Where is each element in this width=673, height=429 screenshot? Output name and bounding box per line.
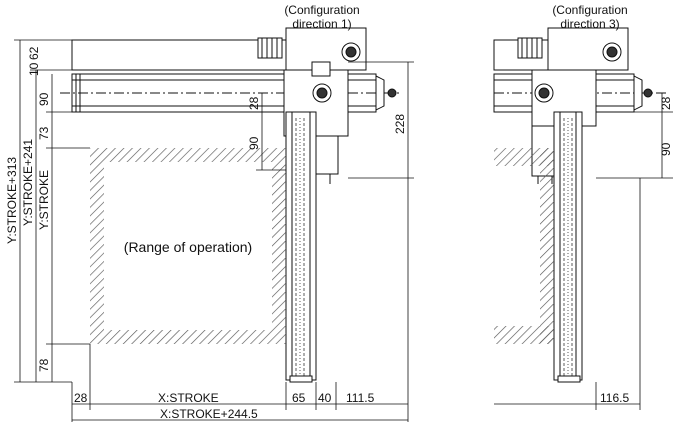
dim-x-stroke-244-5: X:STROKE+244.5 bbox=[160, 407, 258, 421]
dim-x-111-5: 111.5 bbox=[346, 391, 375, 405]
dim-28-inner: 28 bbox=[247, 96, 261, 110]
config-dir3-line1: (Configuration bbox=[552, 3, 627, 17]
dim-90-top: 90 bbox=[37, 92, 51, 106]
range-of-operation-right bbox=[494, 148, 554, 344]
right-view bbox=[493, 27, 668, 383]
range-of-operation: (Range of operation) bbox=[90, 148, 286, 344]
dim-y-stroke-313: Y:STROKE+313 bbox=[5, 157, 19, 244]
dim-62: 62 bbox=[27, 46, 41, 60]
dim-x-65: 65 bbox=[292, 391, 306, 405]
left-dimensions bbox=[14, 39, 414, 422]
cable-gland-icon bbox=[257, 37, 283, 59]
left-view bbox=[60, 27, 400, 383]
dim-right-28: 28 bbox=[659, 96, 673, 110]
dim-y-stroke: Y:STROKE bbox=[37, 170, 51, 230]
config-dir1-line2: direction 1) bbox=[292, 17, 351, 31]
cable-gland-icon-right bbox=[517, 37, 543, 59]
dim-right-116-5: 116.5 bbox=[600, 391, 629, 405]
dim-10: 10 bbox=[27, 62, 41, 76]
dim-x-28: 28 bbox=[74, 391, 88, 405]
dim-x-40: 40 bbox=[318, 391, 332, 405]
dim-78: 78 bbox=[37, 358, 51, 372]
dim-right-90: 90 bbox=[659, 142, 673, 156]
dim-228: 228 bbox=[393, 114, 407, 134]
motor-connector-icon-right bbox=[643, 88, 653, 98]
motor-connector-icon bbox=[387, 88, 397, 98]
dim-y-stroke-241: Y:STROKE+241 bbox=[21, 139, 35, 226]
right-dimensions bbox=[494, 93, 673, 410]
range-label: (Range of operation) bbox=[124, 239, 252, 255]
config-dir1-line1: (Configuration bbox=[284, 3, 359, 17]
dim-90-inner: 90 bbox=[247, 136, 261, 150]
dim-x-stroke: X:STROKE bbox=[158, 391, 219, 405]
dim-73: 73 bbox=[37, 126, 51, 140]
config-dir3-line2: direction 3) bbox=[560, 17, 619, 31]
